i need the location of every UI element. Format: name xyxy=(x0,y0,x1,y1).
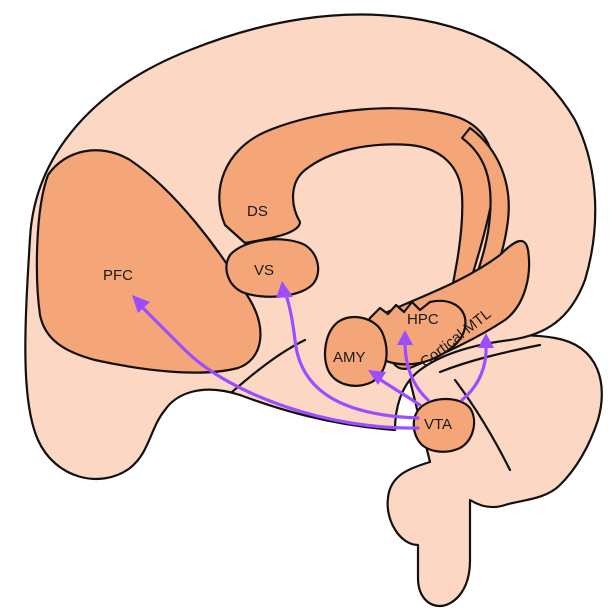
vs-label: VS xyxy=(254,262,274,279)
brainstem-shape xyxy=(388,335,602,606)
pfc-label: PFC xyxy=(103,267,133,284)
hpc-label: HPC xyxy=(407,311,439,328)
vta-label: VTA xyxy=(424,416,452,433)
amy-label: AMY xyxy=(333,349,366,366)
ds-label: DS xyxy=(247,203,268,220)
